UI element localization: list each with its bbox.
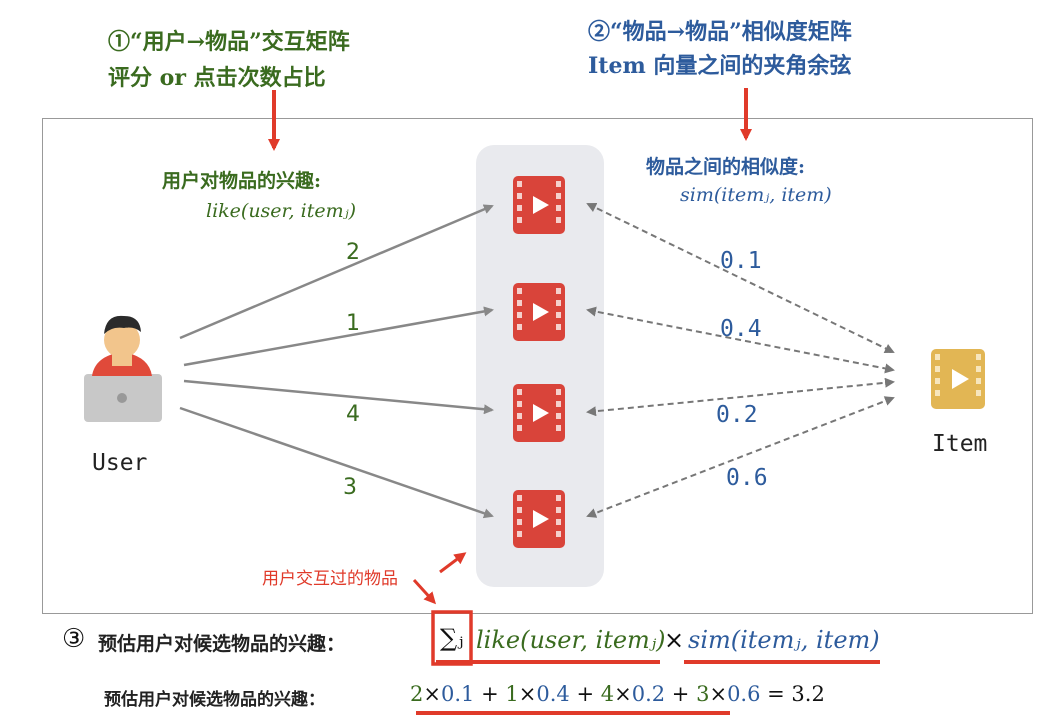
sim-weight-4: 0.6 bbox=[726, 465, 768, 491]
sim-term: sim(itemⱼ, item) bbox=[688, 626, 880, 654]
user-interest-formula: like(user, itemⱼ) bbox=[206, 200, 357, 222]
calc-like-1: 2 bbox=[410, 682, 424, 706]
item-similarity-formula: sim(itemⱼ, item) bbox=[680, 184, 832, 206]
like-weight-1: 2 bbox=[346, 240, 360, 265]
candidate-video-icon bbox=[931, 349, 985, 409]
sim-weight-3: 0.2 bbox=[716, 402, 758, 428]
calc-sim-2: 0.4 bbox=[536, 682, 570, 706]
like-weight-2: 1 bbox=[346, 311, 360, 336]
video-icon-2 bbox=[513, 283, 565, 341]
step2-subtitle: Item 向量之间的夹角余弦 bbox=[588, 53, 852, 79]
video-icon-3 bbox=[513, 384, 565, 442]
step2-title: ②“物品→物品”相似度矩阵 bbox=[588, 19, 852, 45]
like-weight-4: 3 bbox=[343, 475, 357, 500]
sum-highlight-box bbox=[431, 610, 473, 666]
item-label: Item bbox=[932, 431, 988, 457]
calculation-title: 预估用户对候选物品的兴趣： bbox=[104, 690, 325, 710]
calc-sim-4: 0.6 bbox=[727, 682, 761, 706]
step3-title: 预估用户对候选物品的兴趣： bbox=[98, 633, 346, 655]
sum-symbol: ∑ⱼ bbox=[440, 624, 464, 652]
calc-like-4: 3 bbox=[696, 682, 710, 706]
calc-sim-1: 0.1 bbox=[440, 682, 475, 706]
user-item-edges bbox=[179, 204, 494, 519]
video-icon-1 bbox=[513, 176, 565, 234]
sim-weight-2: 0.4 bbox=[720, 316, 762, 342]
interacted-items-label: 用户交互过的物品 bbox=[262, 569, 398, 589]
calc-result: = 3.2 bbox=[767, 682, 825, 706]
item-similarity-edges bbox=[586, 202, 895, 518]
user-label: User bbox=[92, 450, 148, 476]
like-weight-3: 4 bbox=[346, 402, 360, 427]
times-symbol: × bbox=[664, 626, 685, 654]
step1-subtitle: 评分 or 点击次数占比 bbox=[108, 65, 326, 91]
calc-like-3: 4 bbox=[600, 682, 615, 706]
step1-title: ①“用户→物品”交互矩阵 bbox=[108, 29, 350, 55]
formula-underlines bbox=[416, 660, 880, 715]
interacted-items-arrows bbox=[412, 552, 467, 605]
item-similarity-title: 物品之间的相似度: bbox=[646, 156, 806, 178]
user-avatar bbox=[84, 315, 162, 422]
diagram-frame bbox=[42, 118, 1033, 614]
like-term: like(user, itemⱼ) bbox=[476, 626, 666, 654]
video-icon-4 bbox=[513, 490, 565, 548]
step3-number: ③ bbox=[62, 624, 86, 654]
calc-sim-3: 0.2 bbox=[631, 682, 666, 706]
calc-like-2: 1 bbox=[505, 682, 519, 706]
calculation-expression: 2×0.1 + 1×0.4 + 4×0.2 + 3×0.6 = 3.2 bbox=[410, 682, 825, 706]
user-interest-title: 用户对物品的兴趣: bbox=[162, 170, 322, 192]
sim-weight-1: 0.1 bbox=[720, 248, 762, 274]
